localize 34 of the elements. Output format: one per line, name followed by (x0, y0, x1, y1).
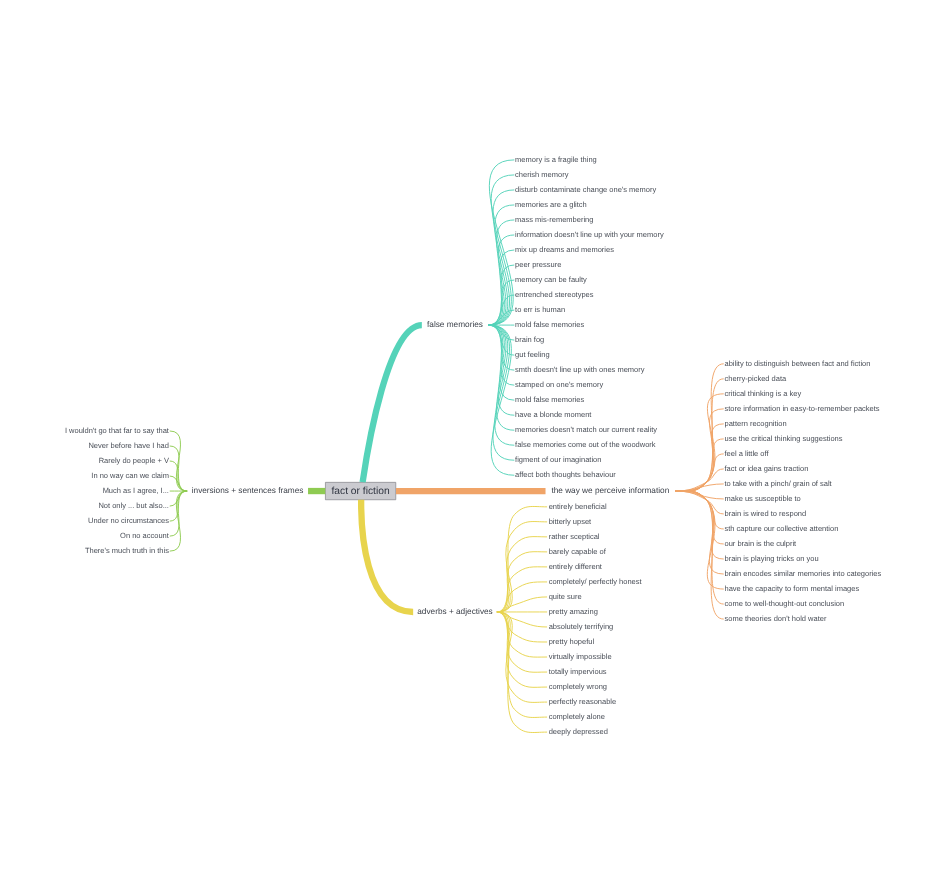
connector (308, 487, 326, 495)
connector (169, 460, 188, 492)
connector (487, 279, 515, 326)
connector (487, 309, 515, 326)
connector (487, 324, 515, 341)
connector (169, 490, 188, 507)
connector (169, 490, 188, 537)
connector (169, 490, 188, 492)
connector (169, 430, 188, 492)
connector (496, 611, 548, 688)
connector (487, 294, 515, 326)
connector (496, 611, 548, 643)
connector (359, 322, 423, 483)
connector (496, 611, 548, 628)
connector (487, 324, 515, 356)
connector (496, 596, 548, 613)
connector (487, 324, 515, 401)
connector (496, 611, 548, 658)
connector (169, 490, 188, 552)
connector (169, 490, 188, 522)
connector (487, 264, 515, 326)
connector (487, 249, 515, 326)
connector (496, 611, 548, 673)
connector (358, 499, 414, 616)
connector (487, 324, 515, 371)
connector (496, 551, 548, 613)
connector (169, 475, 188, 492)
connector (396, 487, 546, 495)
connector (487, 324, 515, 326)
connector (169, 445, 188, 492)
connector (487, 324, 515, 386)
connector (496, 581, 548, 613)
connector (496, 566, 548, 613)
connector (496, 536, 548, 613)
